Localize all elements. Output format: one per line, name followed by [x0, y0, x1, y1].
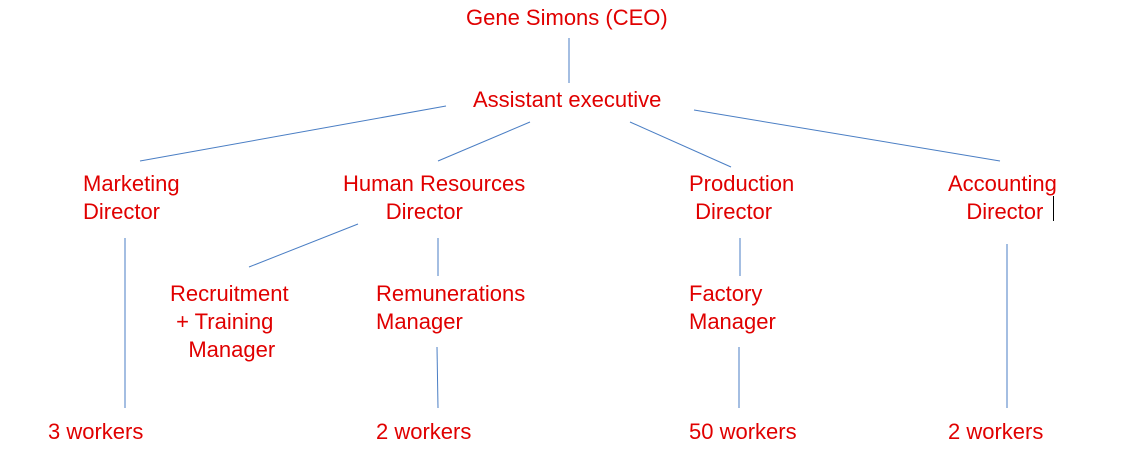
production-workers-box: 50 workers [689, 419, 797, 444]
text-cursor [1053, 196, 1054, 221]
connector-assistant-hr [437, 121, 531, 162]
recruitment-training-manager-box: Recruitment + Training Manager [170, 281, 289, 362]
marketing-workers-box: 3 workers [48, 419, 144, 444]
remunerations-manager-box: Remunerations Manager [376, 281, 526, 334]
ceo-box: Gene Simons (CEO) [466, 5, 668, 30]
connector-assistant-production [629, 121, 732, 168]
assistant-executive-box: Assistant executive [473, 87, 662, 112]
hr-workers-box: 2 workers [376, 419, 472, 444]
accounting-director-box: Accounting Director [948, 171, 1057, 224]
production-director-box: Production Director [689, 171, 795, 224]
hr-director-box: Human Resources Director [343, 171, 526, 224]
connector-hr-recruitment [248, 223, 359, 268]
connector-assistant-accounting [693, 109, 1001, 162]
factory-manager-box: Factory Manager [689, 281, 776, 334]
connector-assistant-marketing [139, 105, 447, 162]
marketing-director-box: Marketing Director [83, 171, 180, 224]
accounting-workers-box: 2 workers [948, 419, 1044, 444]
connector-remunerations-workers [436, 346, 439, 409]
